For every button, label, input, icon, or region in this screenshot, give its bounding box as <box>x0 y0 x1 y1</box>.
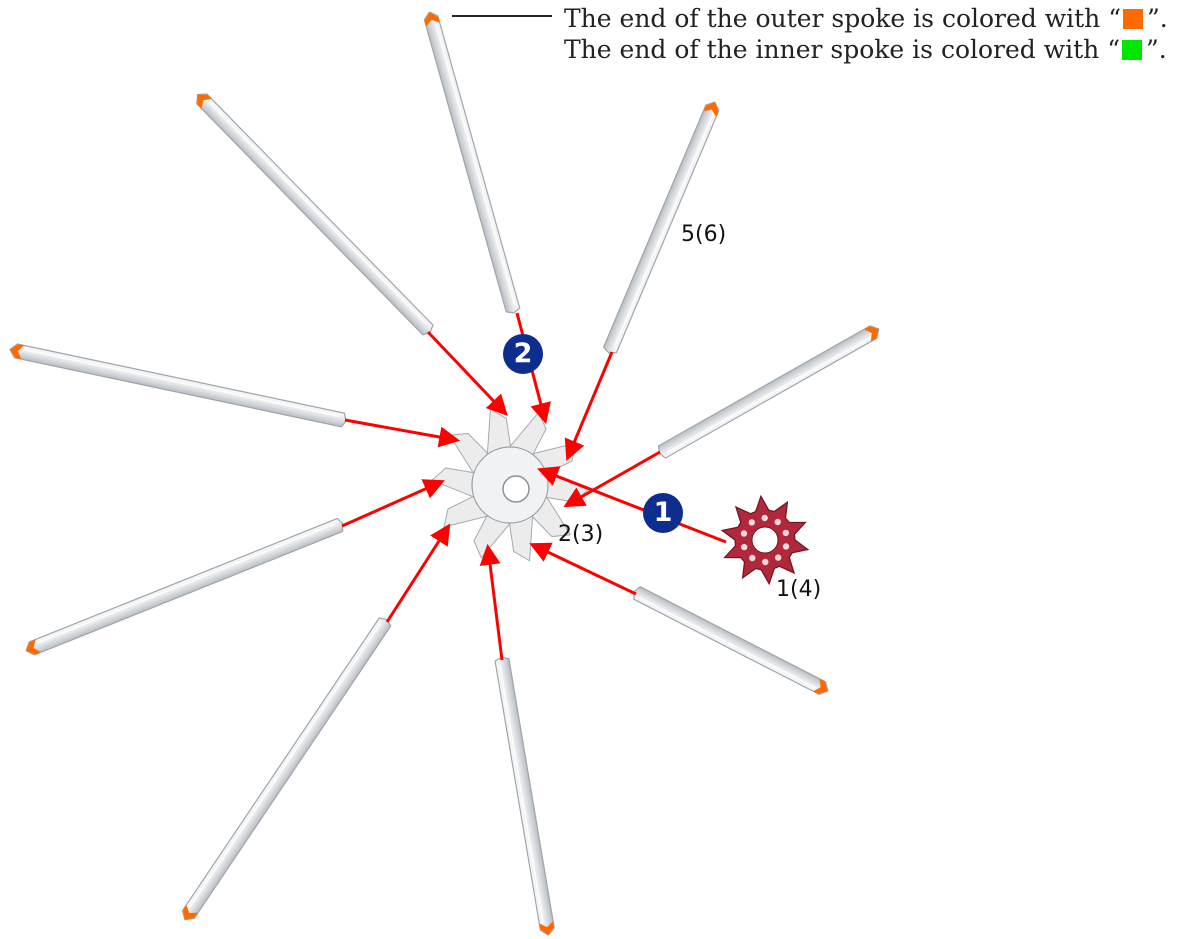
arrow-8 <box>385 523 451 623</box>
arrow-3 <box>564 351 614 461</box>
washer-small-hole <box>740 530 748 537</box>
spoke-7 <box>633 586 829 696</box>
hub-center-hole <box>502 475 530 503</box>
spoke-9 <box>494 656 555 936</box>
hub-part-label: 2(3) <box>558 522 604 547</box>
washer-small-hole <box>762 558 769 566</box>
washer-part <box>720 494 810 586</box>
outer-color-swatch <box>1123 9 1144 29</box>
washer-small-hole <box>741 543 748 551</box>
spoke-3 <box>602 101 720 354</box>
washer-small-hole <box>761 514 768 522</box>
arrow-7 <box>529 542 637 596</box>
washer-center-hole <box>751 526 779 554</box>
washer-small-hole <box>774 518 781 526</box>
spoke-orange-tip <box>813 678 828 694</box>
spoke-orange-tip <box>26 639 41 655</box>
step-2-badge: 2 <box>503 334 543 374</box>
spoke-orange-tip <box>182 904 198 920</box>
arrows-group <box>341 312 727 661</box>
step-1-badge: 1 <box>643 493 683 533</box>
spoke-orange-tip <box>197 94 212 109</box>
spoke-1 <box>423 11 521 314</box>
arrow-10 <box>537 466 727 544</box>
arrow-6 <box>341 479 445 528</box>
washer-small-hole <box>782 529 789 537</box>
spoke-8 <box>181 617 392 921</box>
spoke-6 <box>25 517 344 656</box>
spoke-orange-tip <box>539 920 555 935</box>
spoke-part-label: 5(6) <box>681 222 727 247</box>
legend-outer-spoke: The end of the outer spoke is colored wi… <box>564 4 1168 33</box>
arrow-4 <box>344 418 461 448</box>
spoke-orange-tip <box>10 344 25 360</box>
arrow-5 <box>563 450 661 508</box>
washer-small-hole <box>782 543 790 550</box>
washer-small-hole <box>775 554 782 561</box>
arrow-1 <box>426 330 508 417</box>
washer-small-hole <box>749 554 756 562</box>
legend-inner-spoke: The end of the inner spoke is colored wi… <box>564 35 1167 64</box>
washer-small-hole <box>748 519 755 526</box>
spokes-group <box>9 11 880 936</box>
spoke-4 <box>9 343 347 428</box>
inner-color-swatch <box>1122 40 1143 60</box>
washer-part-label: 1(4) <box>776 577 822 602</box>
spoke-5 <box>657 325 880 459</box>
arrow-9 <box>479 543 504 661</box>
spoke-2 <box>196 93 434 336</box>
spoke-orange-tip <box>424 12 440 27</box>
spoke-orange-tip <box>703 102 719 117</box>
spoke-orange-tip <box>863 326 879 342</box>
